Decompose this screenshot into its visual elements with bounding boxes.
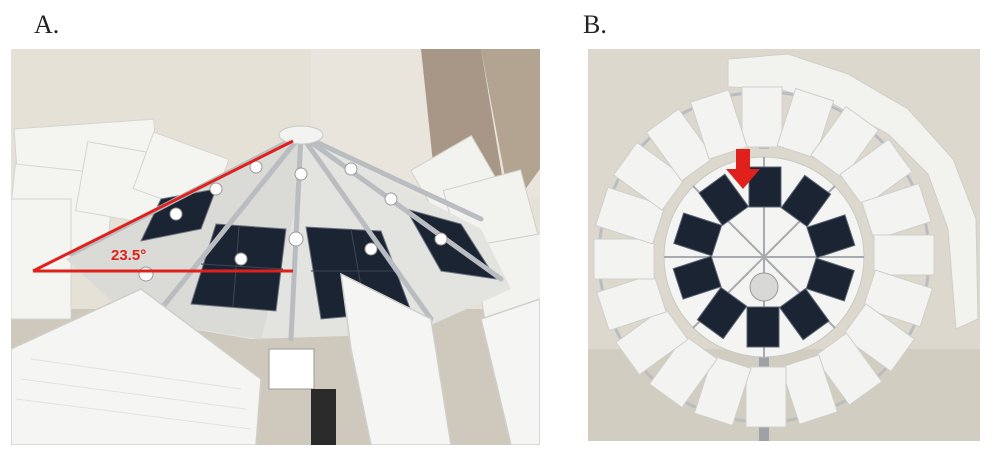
down-arrow-icon <box>726 149 760 189</box>
panel-b-label: B. <box>583 10 607 39</box>
panel-a-label: A. <box>34 10 60 39</box>
photo-a-side-view: 23.5° <box>11 49 540 445</box>
angle-annotation: 23.5° <box>111 247 146 264</box>
photo-b-front-view <box>588 49 980 441</box>
photo-b-illustration <box>588 49 980 441</box>
photo-a-illustration: 23.5° <box>11 49 540 445</box>
